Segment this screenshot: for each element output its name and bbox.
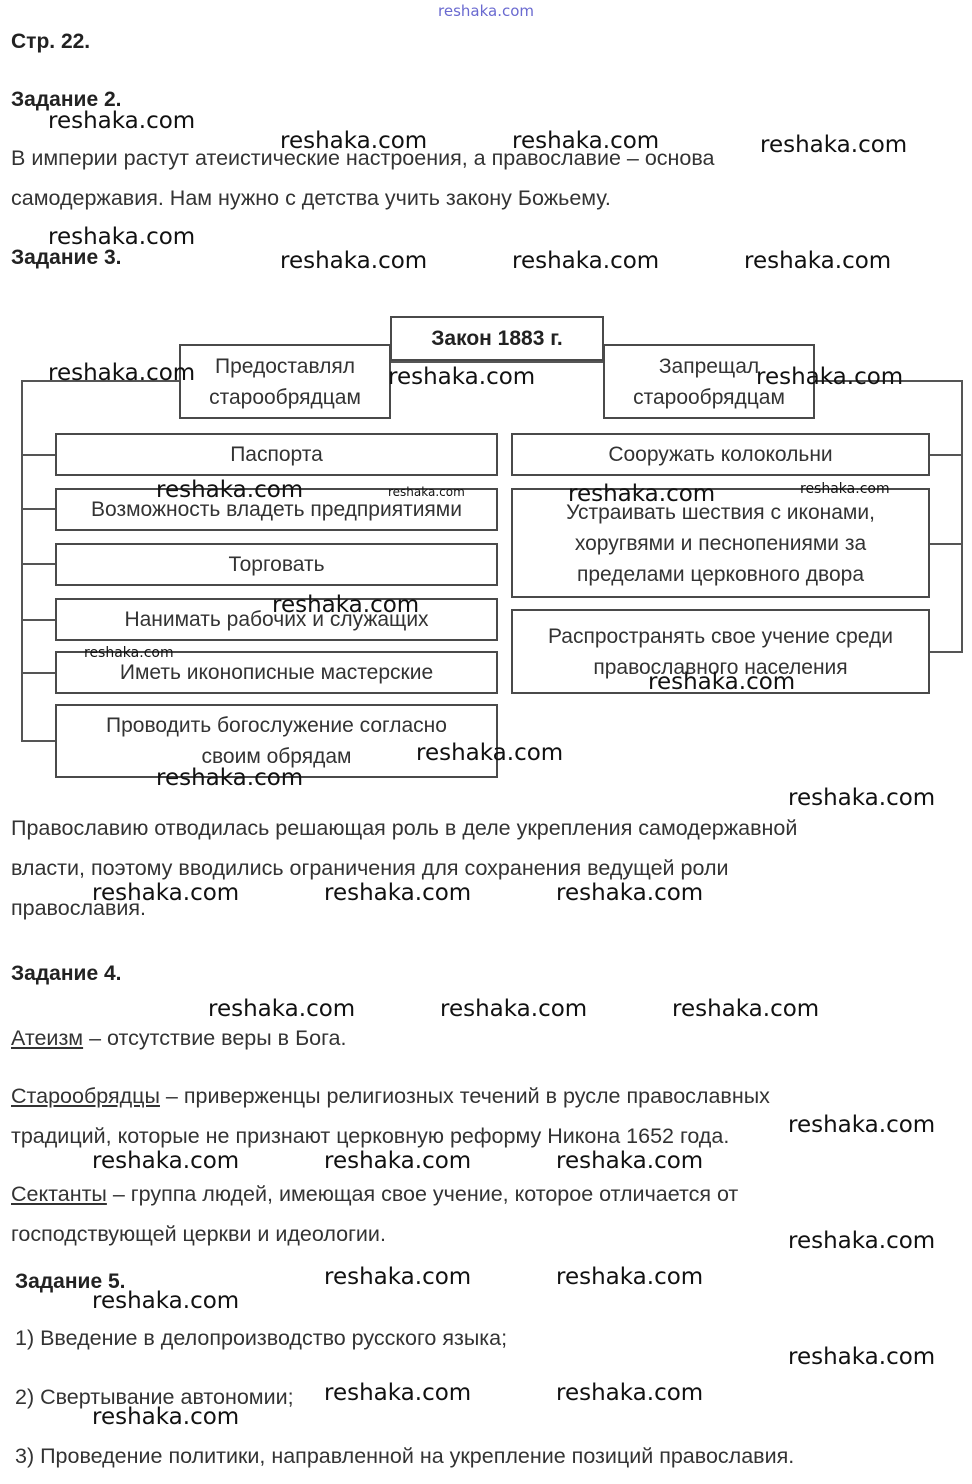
top-watermark: reshaka.com: [438, 2, 534, 20]
watermark: reshaka.com: [92, 880, 240, 906]
diagram-right-header: Запрещал старообрядцам: [603, 344, 815, 419]
watermark: reshaka.com: [760, 132, 908, 158]
task3-heading: Задание 3.: [11, 246, 122, 269]
watermark: reshaka.com: [92, 1148, 240, 1174]
diagram-left-header: Предоставлял старообрядцам: [179, 344, 391, 419]
task3-text-line2: власти, поэтому вводились ограничения дл…: [11, 856, 729, 880]
right-header-line2: старообрядцам: [633, 385, 785, 409]
definition-old-believers-text: – приверженцы религиозных течений в русл…: [159, 1084, 770, 1108]
watermark: reshaka.com: [788, 1344, 936, 1370]
right-item-processions-line3: пределами церковного двора: [576, 562, 865, 586]
definition-sectarians-text: – группа людей, имеющая свое учение, кот…: [106, 1182, 739, 1206]
watermark: reshaka.com: [556, 1148, 704, 1174]
task3-text-line3: православия.: [11, 896, 146, 920]
task5-item-2: 2) Свертывание автономии;: [15, 1385, 294, 1409]
task5-item-1: 1) Введение в делопроизводство русского …: [15, 1326, 508, 1350]
watermark: reshaka.com: [324, 1264, 472, 1290]
left-item-worship-line2: своим обрядам: [201, 745, 352, 768]
page-label: Стр. 22.: [11, 30, 91, 53]
task5-item-3: 3) Проведение политики, направленной на …: [15, 1444, 795, 1468]
task2-text-line2: самодержавия. Нам нужно с детства учить …: [11, 186, 611, 210]
left-header-line1: Предоставлял: [214, 354, 356, 378]
watermark: reshaka.com: [800, 481, 890, 497]
watermark: reshaka.com: [208, 996, 356, 1022]
task2-text-line1: В империи растут атеистические настроени…: [11, 146, 715, 170]
right-item-processions: Устраивать шествия с иконами, хоругвями …: [511, 488, 930, 598]
task3-text-line1: Православию отводилась решающая роль в д…: [11, 816, 798, 840]
watermark: reshaka.com: [416, 740, 564, 766]
watermark: reshaka.com: [512, 248, 660, 274]
watermark: reshaka.com: [744, 248, 892, 274]
right-item-spread-line2: православного населения: [593, 655, 848, 679]
right-header-line1: Запрещал: [658, 354, 760, 378]
task4-heading: Задание 4.: [11, 962, 122, 985]
right-item-belfries: Сооружать колокольни: [511, 433, 930, 476]
watermark: reshaka.com: [48, 360, 196, 386]
watermark: reshaka.com: [512, 128, 660, 154]
watermark: reshaka.com: [788, 1112, 936, 1138]
diagram-root-label: Закон 1883 г.: [431, 327, 563, 350]
term-sectarians: Сектанты: [11, 1182, 107, 1206]
right-item-processions-line1: Устраивать шествия с иконами,: [566, 500, 875, 524]
definition-old-believers: Старообрядцы – приверженцы религиозных т…: [11, 1076, 770, 1116]
watermark: reshaka.com: [324, 1148, 472, 1174]
definition-atheism-text: – отсутствие веры в Бога.: [83, 1026, 347, 1050]
watermark: reshaka.com: [280, 248, 428, 274]
watermark: reshaka.com: [648, 669, 796, 695]
watermark: reshaka.com: [388, 364, 536, 390]
watermark: reshaka.com: [92, 1404, 240, 1430]
watermark: reshaka.com: [556, 880, 704, 906]
term-old-believers: Старообрядцы: [11, 1084, 160, 1108]
watermark: reshaka.com: [156, 477, 304, 503]
left-item-enterprises: Возможность владеть предприятиями: [55, 488, 498, 531]
watermark: reshaka.com: [756, 364, 904, 390]
diagram-root-box: Закон 1883 г.: [390, 316, 604, 361]
left-item-hire: Нанимать рабочих и служащих: [55, 598, 498, 641]
watermark: reshaka.com: [280, 128, 428, 154]
right-item-processions-line2: хоругвями и песнопениями за: [574, 531, 867, 555]
definition-sectarians: Сектанты – группа людей, имеющая свое уч…: [11, 1174, 738, 1214]
watermark: reshaka.com: [92, 1288, 240, 1314]
watermark: reshaka.com: [324, 880, 472, 906]
watermark: reshaka.com: [672, 996, 820, 1022]
left-header-line2: старообрядцам: [209, 385, 361, 409]
definition-sectarians-line2: господствующей церкви и идеологии.: [11, 1222, 386, 1246]
watermark: reshaka.com: [388, 485, 465, 499]
left-item-trade: Торговать: [55, 543, 498, 586]
watermark: reshaka.com: [568, 481, 716, 507]
watermark: reshaka.com: [556, 1380, 704, 1406]
watermark: reshaka.com: [48, 224, 196, 250]
left-item-worship: Проводить богослужение согласно своим об…: [55, 704, 498, 778]
task2-heading: Задание 2.: [11, 88, 122, 111]
left-item-passports: Паспорта: [55, 433, 498, 476]
watermark: reshaka.com: [272, 592, 420, 618]
definition-old-believers-line2: традиций, которые не признают церковную …: [11, 1124, 730, 1148]
term-atheism: Атеизм: [11, 1026, 84, 1050]
watermark: reshaka.com: [156, 765, 304, 791]
watermark: reshaka.com: [556, 1264, 704, 1290]
watermark: reshaka.com: [788, 785, 936, 811]
left-item-icon-workshops: Иметь иконописные мастерские: [55, 651, 498, 694]
watermark: reshaka.com: [48, 108, 196, 134]
right-item-spread-teaching: Распространять свое учение среди правосл…: [511, 609, 930, 694]
watermark: reshaka.com: [788, 1228, 936, 1254]
watermark: reshaka.com: [324, 1380, 472, 1406]
right-item-spread-line1: Распространять свое учение среди: [547, 624, 893, 648]
watermark: reshaka.com: [440, 996, 588, 1022]
watermark: reshaka.com: [84, 645, 174, 661]
task5-heading: Задание 5.: [15, 1270, 126, 1293]
definition-atheism: Атеизм – отсутствие веры в Бога.: [11, 1018, 346, 1058]
left-item-worship-line1: Проводить богослужение согласно: [106, 714, 447, 737]
